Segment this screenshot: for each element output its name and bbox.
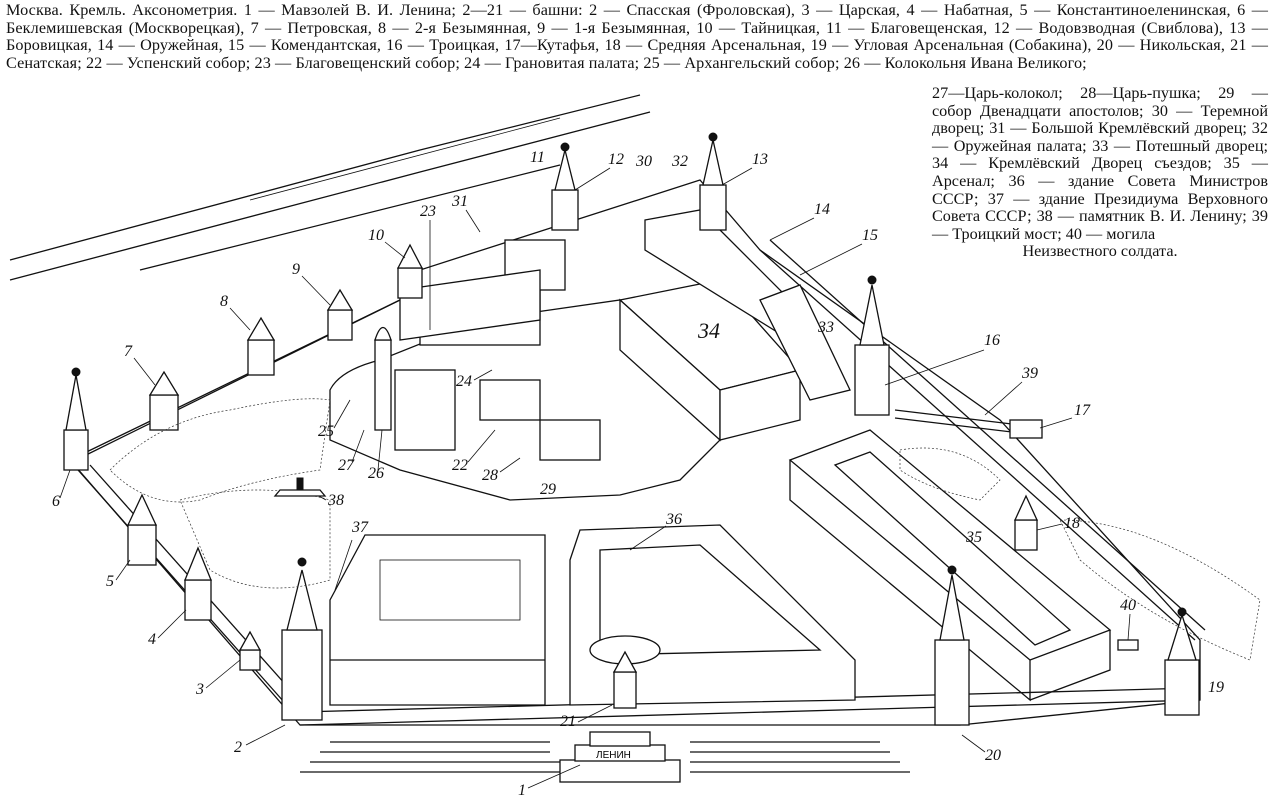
caption-right-end: Неизвестного солдата. — [1022, 242, 1178, 261]
towers — [63, 132, 1200, 726]
label-2: 2 — [234, 739, 242, 756]
caption-right-main: 27—Царь-колокол; 28—Царь-пушка; 29 — соб… — [932, 84, 1268, 243]
label-39: 39 — [1021, 365, 1038, 382]
caption-right: 27—Царь-колокол; 28—Царь-пушка; 29 — соб… — [932, 84, 1268, 261]
label-28: 28 — [482, 467, 498, 484]
label-4: 4 — [148, 631, 156, 648]
label-31: 31 — [451, 193, 468, 210]
presidium-building — [329, 534, 546, 706]
tower-1st-nameless — [326, 288, 354, 341]
label-38: 38 — [327, 492, 344, 509]
label-34: 34 — [697, 318, 720, 343]
label-9: 9 — [292, 261, 300, 278]
tower-srednyaya-arsenalnaya — [1013, 494, 1039, 551]
label-18: 18 — [1064, 515, 1080, 532]
label-30: 30 — [635, 153, 652, 170]
label-36: 36 — [665, 511, 682, 528]
trees — [109, 398, 1261, 661]
label-3: 3 — [195, 681, 204, 698]
lenin-monument — [273, 477, 327, 497]
label-16: 16 — [984, 332, 1000, 349]
label-19: 19 — [1208, 679, 1224, 696]
label-15: 15 — [862, 227, 878, 244]
mausoleum-sign: ЛЕНИН — [596, 750, 631, 761]
tower-borovitskaya — [699, 132, 727, 231]
label-20: 20 — [985, 747, 1001, 764]
label-33: 33 — [817, 319, 834, 336]
tower-petrovskaya — [148, 370, 180, 431]
label-1: 1 — [518, 782, 526, 799]
label-10: 10 — [368, 227, 384, 244]
label-40: 40 — [1120, 597, 1136, 614]
tower-2nd-nameless — [246, 316, 276, 376]
label-8: 8 — [220, 293, 228, 310]
tower-nikolskaya — [934, 565, 970, 726]
tower-spasskaya — [281, 557, 323, 721]
lenin-mausoleum: ЛЕНИН — [559, 731, 681, 783]
council-of-ministers-building — [569, 524, 856, 706]
label-14: 14 — [814, 201, 830, 218]
label-7: 7 — [124, 343, 133, 360]
unknown-soldier-tomb — [1117, 639, 1139, 651]
trinity-bridge — [894, 409, 1043, 439]
caption-top: Москва. Кремль. Аксонометрия. 1 — Мавзол… — [6, 1, 1268, 72]
ivan-great-bell-tower — [374, 326, 392, 431]
label-17: 17 — [1074, 402, 1091, 419]
great-kremlin-palace — [399, 209, 851, 401]
tower-senatskaya — [612, 650, 638, 709]
label-22: 22 — [452, 457, 468, 474]
label-11: 11 — [530, 149, 545, 166]
tower-nabatnaya — [184, 546, 212, 621]
tower-beklemishevskaya — [63, 367, 89, 471]
tower-konstantino — [126, 493, 158, 566]
callouts: 1 2 3 4 5 6 7 8 9 10 11 12 13 14 15 16 1… — [52, 149, 1224, 799]
label-6: 6 — [52, 493, 60, 510]
label-13: 13 — [752, 151, 768, 168]
tower-troitskaya — [854, 275, 890, 416]
river-lines — [9, 94, 651, 281]
tower-tsarskaya — [238, 630, 262, 671]
label-21: 21 — [560, 713, 576, 730]
label-12: 12 — [608, 151, 624, 168]
label-37: 37 — [351, 519, 369, 536]
label-23: 23 — [420, 203, 436, 220]
label-25: 25 — [318, 423, 334, 440]
tower-uglovaya-arsenalnaya — [1164, 607, 1200, 716]
label-27: 27 — [338, 457, 355, 474]
red-square-steps — [300, 741, 910, 773]
tower-taynitskaya — [396, 243, 424, 299]
tower-vodovzvodnaya — [551, 142, 579, 231]
label-32: 32 — [671, 153, 688, 170]
label-5: 5 — [106, 573, 114, 590]
label-24: 24 — [456, 373, 472, 390]
label-29: 29 — [540, 481, 556, 498]
label-26: 26 — [368, 465, 384, 482]
arsenal — [788, 429, 1112, 702]
label-35: 35 — [965, 529, 982, 546]
